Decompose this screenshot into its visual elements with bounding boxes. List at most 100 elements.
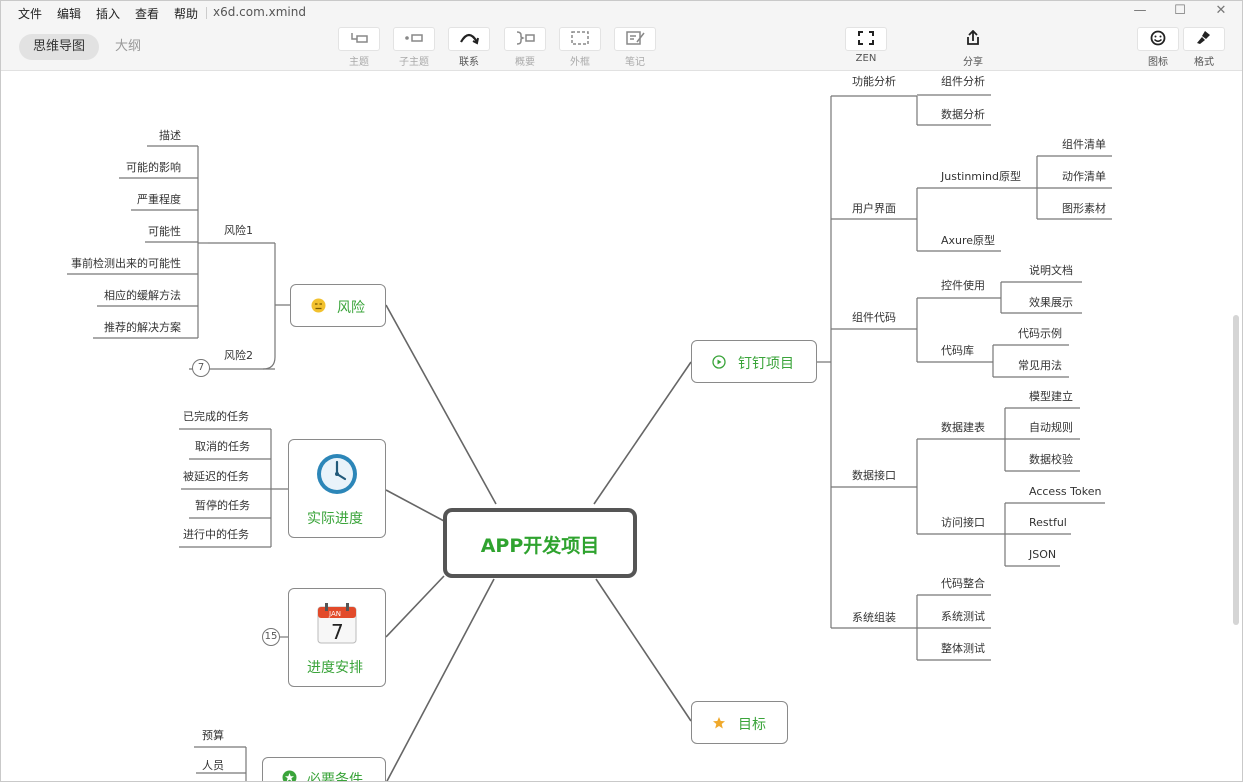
- collapsed-count-badge[interactable]: 15: [262, 628, 280, 646]
- branch-component-code[interactable]: 组件代码: [852, 311, 896, 324]
- tab-mindmap[interactable]: 思维导图: [19, 34, 100, 60]
- leaf-item[interactable]: 整体测试: [941, 642, 985, 655]
- risk1-item[interactable]: 描述: [159, 129, 181, 142]
- boundary-button[interactable]: 外框: [557, 25, 603, 71]
- branch-system-assembly[interactable]: 系统组装: [852, 611, 896, 624]
- scrollbar-thumb[interactable]: [1233, 315, 1239, 625]
- minimize-button[interactable]: —: [1133, 3, 1147, 18]
- progress-item[interactable]: 暂停的任务: [195, 499, 250, 512]
- note-button[interactable]: 笔记: [612, 25, 658, 71]
- component-control[interactable]: 控件使用: [941, 279, 985, 292]
- leaf-item[interactable]: 常见用法: [1018, 359, 1062, 372]
- relation-button[interactable]: 联系: [446, 25, 492, 71]
- topic-actual-progress-label: 实际进度: [307, 511, 363, 527]
- topic-dingding-project[interactable]: 钉钉项目: [691, 340, 817, 383]
- topic-button[interactable]: 主题: [336, 25, 382, 71]
- menu-file[interactable]: 文件: [18, 7, 43, 21]
- risk1-item[interactable]: 事前检测出来的可能性: [71, 257, 181, 270]
- central-topic-label: APP开发项目: [480, 535, 600, 557]
- mindmap-canvas[interactable]: APP开发项目 风险 风险1 描述 可能的影响 严重程度 可能性 事前检测出来的…: [1, 72, 1242, 782]
- zen-button[interactable]: ZEN: [843, 25, 889, 71]
- collapsed-count-badge[interactable]: 7: [192, 359, 210, 377]
- star-badge-icon: [282, 770, 297, 781]
- menu-edit[interactable]: 编辑: [57, 7, 82, 21]
- summary-button[interactable]: 概要: [502, 25, 548, 71]
- topic-schedule[interactable]: JAN 7 进度安排: [288, 588, 386, 687]
- ui-axure[interactable]: Axure原型: [941, 234, 996, 247]
- risk2-label[interactable]: 风险2: [224, 349, 253, 362]
- menu-view[interactable]: 查看: [135, 7, 160, 21]
- share-button[interactable]: 分享: [950, 25, 996, 71]
- risk1-item[interactable]: 可能性: [148, 225, 181, 238]
- boundary-icon: [571, 31, 589, 45]
- topic-goal[interactable]: 目标: [691, 701, 788, 744]
- requirement-item[interactable]: 人员: [202, 759, 224, 772]
- close-button[interactable]: ✕: [1215, 3, 1227, 18]
- leaf-item[interactable]: 代码示例: [1018, 327, 1062, 340]
- zen-label: ZEN: [855, 53, 877, 64]
- boundary-label: 外框: [570, 57, 590, 68]
- icon-panel-button[interactable]: 图标: [1135, 25, 1181, 71]
- topic-requirements-label: 必要条件: [307, 772, 363, 782]
- menu-insert[interactable]: 插入: [96, 7, 121, 21]
- menu-bar: 文件 编辑 插入 查看 帮助 x6d.com.xmind — ☐ ✕: [1, 1, 1242, 25]
- share-label: 分享: [963, 57, 983, 68]
- subtopic-button[interactable]: 子主题: [391, 25, 437, 71]
- leaf-item[interactable]: 效果展示: [1029, 296, 1073, 309]
- branch-data-interface[interactable]: 数据接口: [852, 469, 896, 482]
- leaf-item[interactable]: 系统测试: [941, 610, 985, 623]
- leaf-item[interactable]: 组件分析: [941, 75, 985, 88]
- leaf-item[interactable]: 自动规则: [1029, 421, 1073, 434]
- maximize-button[interactable]: ☐: [1174, 3, 1186, 18]
- leaf-item[interactable]: 数据校验: [1029, 453, 1073, 466]
- risk1-item[interactable]: 推荐的解决方案: [104, 321, 181, 334]
- topic-risk[interactable]: 风险: [290, 284, 386, 327]
- progress-item[interactable]: 已完成的任务: [183, 410, 249, 423]
- tab-outline[interactable]: 大纲: [115, 39, 142, 54]
- progress-item[interactable]: 取消的任务: [195, 440, 250, 453]
- format-label: 格式: [1194, 57, 1214, 68]
- data-modeling[interactable]: 数据建表: [941, 421, 985, 434]
- leaf-item[interactable]: Restful: [1029, 516, 1067, 529]
- zen-icon: [858, 31, 874, 45]
- data-access[interactable]: 访问接口: [941, 516, 985, 529]
- risk1-item[interactable]: 可能的影响: [126, 161, 181, 174]
- star-icon: [713, 717, 725, 729]
- branch-user-interface[interactable]: 用户界面: [852, 202, 896, 215]
- progress-item[interactable]: 被延迟的任务: [183, 470, 249, 483]
- menu-help[interactable]: 帮助: [174, 7, 199, 21]
- leaf-item[interactable]: 说明文档: [1029, 264, 1073, 277]
- topic-schedule-label: 进度安排: [307, 660, 363, 676]
- brush-icon: [1197, 31, 1210, 44]
- leaf-item[interactable]: 数据分析: [941, 108, 985, 121]
- topic-requirements[interactable]: 必要条件: [262, 757, 386, 782]
- risk1-label[interactable]: 风险1: [224, 224, 253, 237]
- central-topic[interactable]: APP开发项目: [443, 508, 637, 578]
- leaf-item[interactable]: Access Token: [1029, 485, 1102, 498]
- progress-item[interactable]: 进行中的任务: [183, 528, 249, 541]
- calendar-day: 7: [331, 620, 344, 644]
- topic-risk-label: 风险: [337, 300, 365, 316]
- leaf-item[interactable]: JSON: [1029, 548, 1057, 561]
- connector-lines: [67, 94, 1112, 781]
- ui-justinmind[interactable]: Justinmind原型: [941, 170, 1022, 183]
- risk1-item[interactable]: 严重程度: [137, 193, 181, 206]
- topic-dingding-label: 钉钉项目: [738, 356, 794, 372]
- relation-label: 联系: [459, 57, 479, 68]
- leaf-item[interactable]: 图形素材: [1062, 202, 1106, 215]
- vertical-scrollbar[interactable]: [1232, 75, 1240, 780]
- requirement-item[interactable]: 预算: [202, 729, 224, 742]
- risk1-item[interactable]: 相应的缓解方法: [104, 289, 181, 302]
- topic-goal-label: 目标: [738, 717, 766, 733]
- summary-label: 概要: [515, 57, 535, 68]
- leaf-item[interactable]: 模型建立: [1029, 390, 1073, 403]
- leaf-item[interactable]: 组件清单: [1062, 138, 1106, 151]
- clock-icon: [317, 454, 357, 494]
- leaf-item[interactable]: 代码整合: [941, 577, 985, 590]
- component-library[interactable]: 代码库: [941, 344, 974, 357]
- topic-actual-progress[interactable]: 实际进度: [288, 439, 386, 538]
- leaf-item[interactable]: 动作清单: [1062, 170, 1106, 183]
- branch-function-analysis[interactable]: 功能分析: [852, 75, 896, 88]
- format-button[interactable]: 格式: [1181, 25, 1227, 71]
- icon-panel-label: 图标: [1148, 57, 1168, 68]
